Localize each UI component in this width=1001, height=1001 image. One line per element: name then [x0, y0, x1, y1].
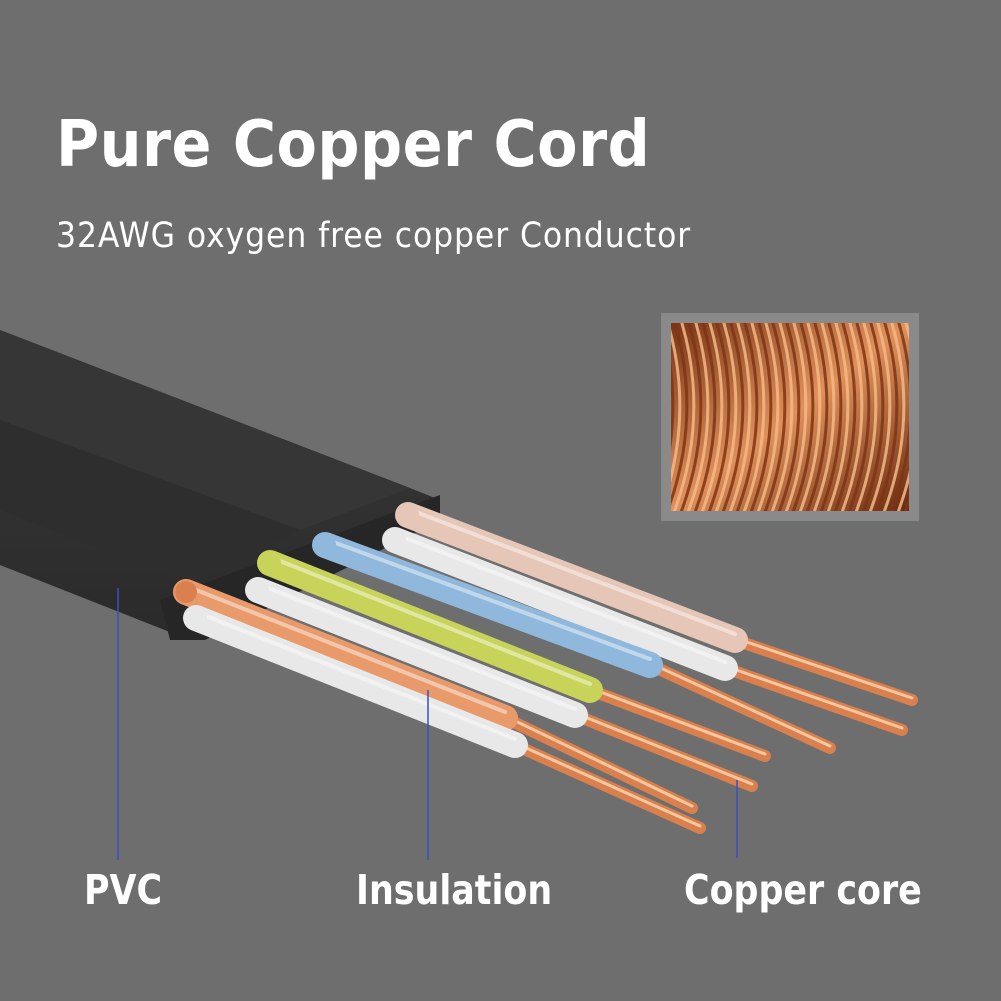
wire — [245, 577, 758, 792]
page-subtitle: 32AWG oxygen free copper Conductor — [56, 216, 692, 256]
copper-core-label: Copper core — [684, 866, 922, 914]
wire — [312, 532, 836, 754]
pvc-label: PVC — [84, 866, 163, 914]
copper-coil-inset — [661, 313, 919, 521]
wire — [382, 527, 908, 736]
page-title: Pure Copper Cord — [56, 108, 651, 182]
wire — [183, 605, 706, 834]
wire — [257, 550, 771, 762]
wire — [173, 579, 698, 814]
insulation-label: Insulation — [356, 866, 553, 914]
wire — [395, 502, 918, 706]
wires — [173, 502, 918, 834]
